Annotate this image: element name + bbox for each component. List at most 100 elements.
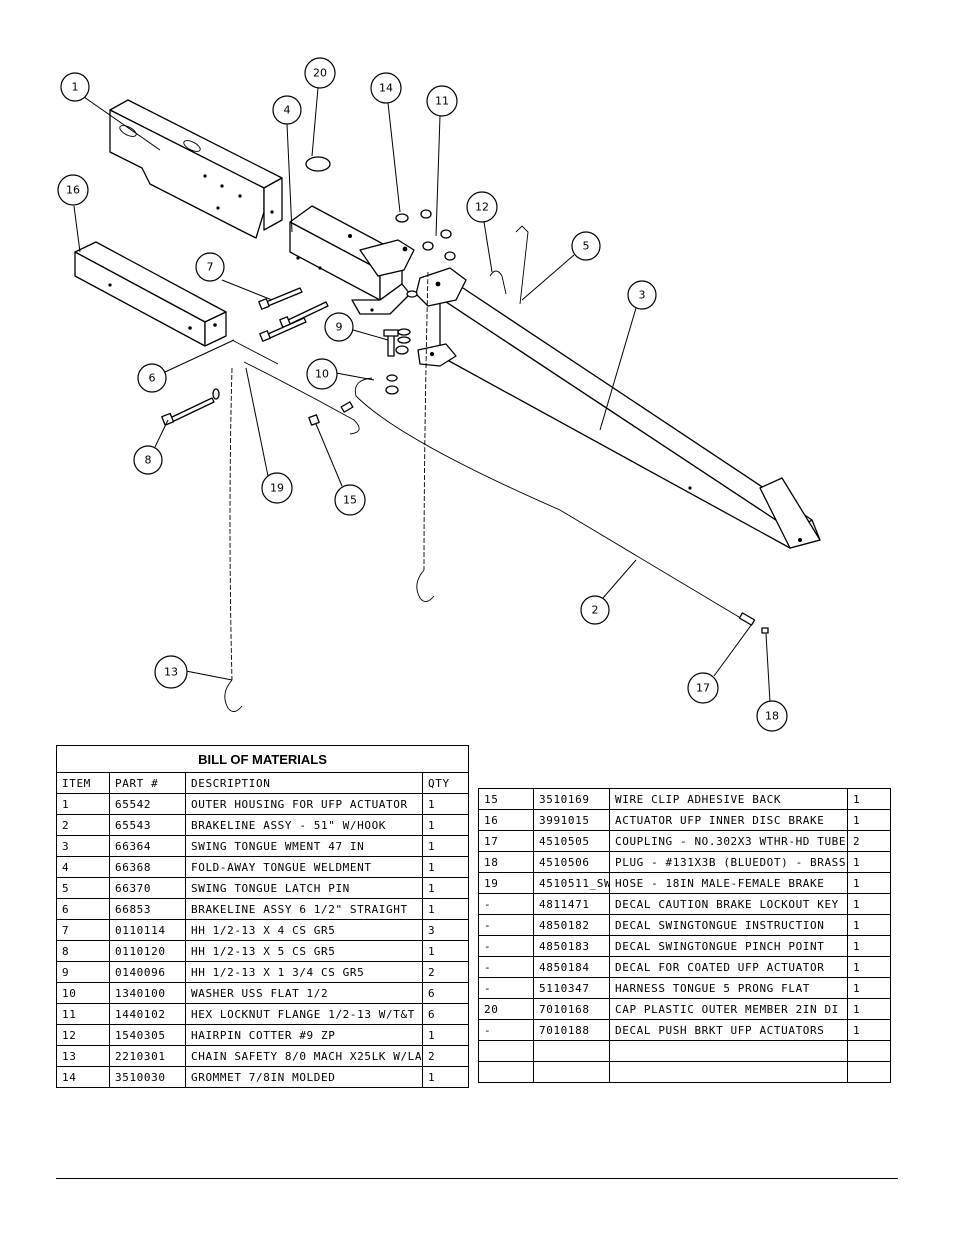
svg-text:19: 19	[270, 482, 284, 495]
description-cell: HEX LOCKNUT FLANGE 1/2-13 W/T&T	[185, 1003, 423, 1025]
qty-cell: 1	[847, 956, 891, 978]
svg-text:3: 3	[639, 289, 646, 302]
qty-cell: 2	[421, 1045, 470, 1067]
footer-rule	[56, 1178, 898, 1179]
item-cell: -	[478, 914, 534, 936]
description-cell: CAP PLASTIC OUTER MEMBER 2IN DI	[609, 998, 848, 1020]
qty-cell: 1	[847, 893, 891, 915]
item-cell: 2	[56, 814, 110, 836]
qty-cell: 2	[847, 830, 891, 852]
part-number-cell: 4850183	[533, 935, 610, 957]
qty-cell: 1	[847, 851, 891, 873]
callout-11: 11	[426, 85, 458, 117]
item-cell	[478, 1061, 534, 1083]
part-number-cell: 3991015	[533, 809, 610, 831]
header-qty: QTY	[421, 772, 470, 794]
description-cell: DECAL CAUTION BRAKE LOCKOUT KEY	[609, 893, 848, 915]
description-cell	[609, 1061, 848, 1083]
description-cell: BRAKELINE ASSY 6 1/2" STRAIGHT	[185, 898, 423, 920]
callout-12: 12	[466, 191, 498, 223]
qty-cell: 1	[421, 793, 470, 815]
part-number-cell: 1440102	[109, 1003, 186, 1025]
safety-chain-left	[224, 367, 243, 712]
part-number-cell: 7010188	[533, 1019, 610, 1041]
qty-cell: 1	[421, 835, 470, 857]
leader-lines	[73, 87, 771, 703]
part-number-cell: 66370	[109, 877, 186, 899]
description-cell: HARNESS TONGUE 5 PRONG FLAT	[609, 977, 848, 999]
description-cell: DECAL SWINGTONGUE INSTRUCTION	[609, 914, 848, 936]
callout-20: 20	[304, 57, 336, 89]
part-number-cell: 1340100	[109, 982, 186, 1004]
qty-cell: 1	[421, 1066, 470, 1088]
bill-of-materials-table: BILL OF MATERIALS ITEM PART # DESCRIPTIO…	[55, 745, 470, 1088]
callout-4: 4	[272, 95, 302, 125]
qty-cell	[847, 1040, 891, 1062]
swing-tongue-part	[415, 267, 821, 549]
item-cell: 11	[56, 1003, 110, 1025]
exploded-parts-diagram: 1 16 4 20 14 11 12 5 3 7 9 10 6 8 19 15 …	[57, 57, 821, 732]
description-cell: CHAIN SAFETY 8/0 MACH X25LK W/LA	[185, 1045, 423, 1067]
qty-cell: 1	[847, 914, 891, 936]
part-number-cell: 66853	[109, 898, 186, 920]
part-number-cell: 0110114	[109, 919, 186, 941]
qty-cell: 1	[421, 856, 470, 878]
description-cell: HH 1/2-13 X 1 3/4 CS GR5	[185, 961, 423, 983]
qty-cell: 1	[847, 935, 891, 957]
part-number-cell: 4510505	[533, 830, 610, 852]
item-cell: 4	[56, 856, 110, 878]
qty-cell: 1	[847, 788, 891, 810]
callout-3: 3	[627, 280, 657, 310]
item-cell: 14	[56, 1066, 110, 1088]
item-cell: 20	[478, 998, 534, 1020]
item-cell: 5	[56, 877, 110, 899]
part-number-cell	[533, 1061, 610, 1083]
part-number-cell: 66364	[109, 835, 186, 857]
item-cell: -	[478, 935, 534, 957]
item-cell: 16	[478, 809, 534, 831]
item-cell: 8	[56, 940, 110, 962]
svg-text:17: 17	[696, 682, 710, 695]
qty-cell: 1	[847, 872, 891, 894]
qty-cell: 1	[847, 1019, 891, 1041]
description-cell: HOSE - 18IN MALE-FEMALE BRAKE	[609, 872, 848, 894]
part-number-cell: 1540305	[109, 1024, 186, 1046]
description-cell: WIRE CLIP ADHESIVE BACK	[609, 788, 848, 810]
part-number-cell: 3510030	[109, 1066, 186, 1088]
svg-text:12: 12	[475, 201, 489, 214]
part-number-cell: 4811471	[533, 893, 610, 915]
nuts-and-washers	[385, 209, 456, 395]
callout-9: 9	[324, 312, 354, 342]
table-row	[478, 1040, 891, 1062]
item-cell: 12	[56, 1024, 110, 1046]
part-number-cell: 65543	[109, 814, 186, 836]
description-cell: SWING TONGUE WMENT 47 IN	[185, 835, 423, 857]
svg-text:13: 13	[164, 666, 178, 679]
callout-15: 15	[334, 484, 366, 516]
part-number-cell: 7010168	[533, 998, 610, 1020]
part-number-cell: 4850182	[533, 914, 610, 936]
description-cell: DECAL FOR COATED UFP ACTUATOR	[609, 956, 848, 978]
safety-chain-right	[416, 271, 435, 602]
bolts	[161, 287, 399, 426]
callout-7: 7	[195, 252, 225, 282]
qty-cell: 1	[421, 877, 470, 899]
callout-19: 19	[261, 472, 293, 504]
svg-text:7: 7	[207, 261, 214, 274]
item-cell: -	[478, 977, 534, 999]
table-row	[478, 1061, 891, 1083]
qty-cell: 2	[421, 961, 470, 983]
